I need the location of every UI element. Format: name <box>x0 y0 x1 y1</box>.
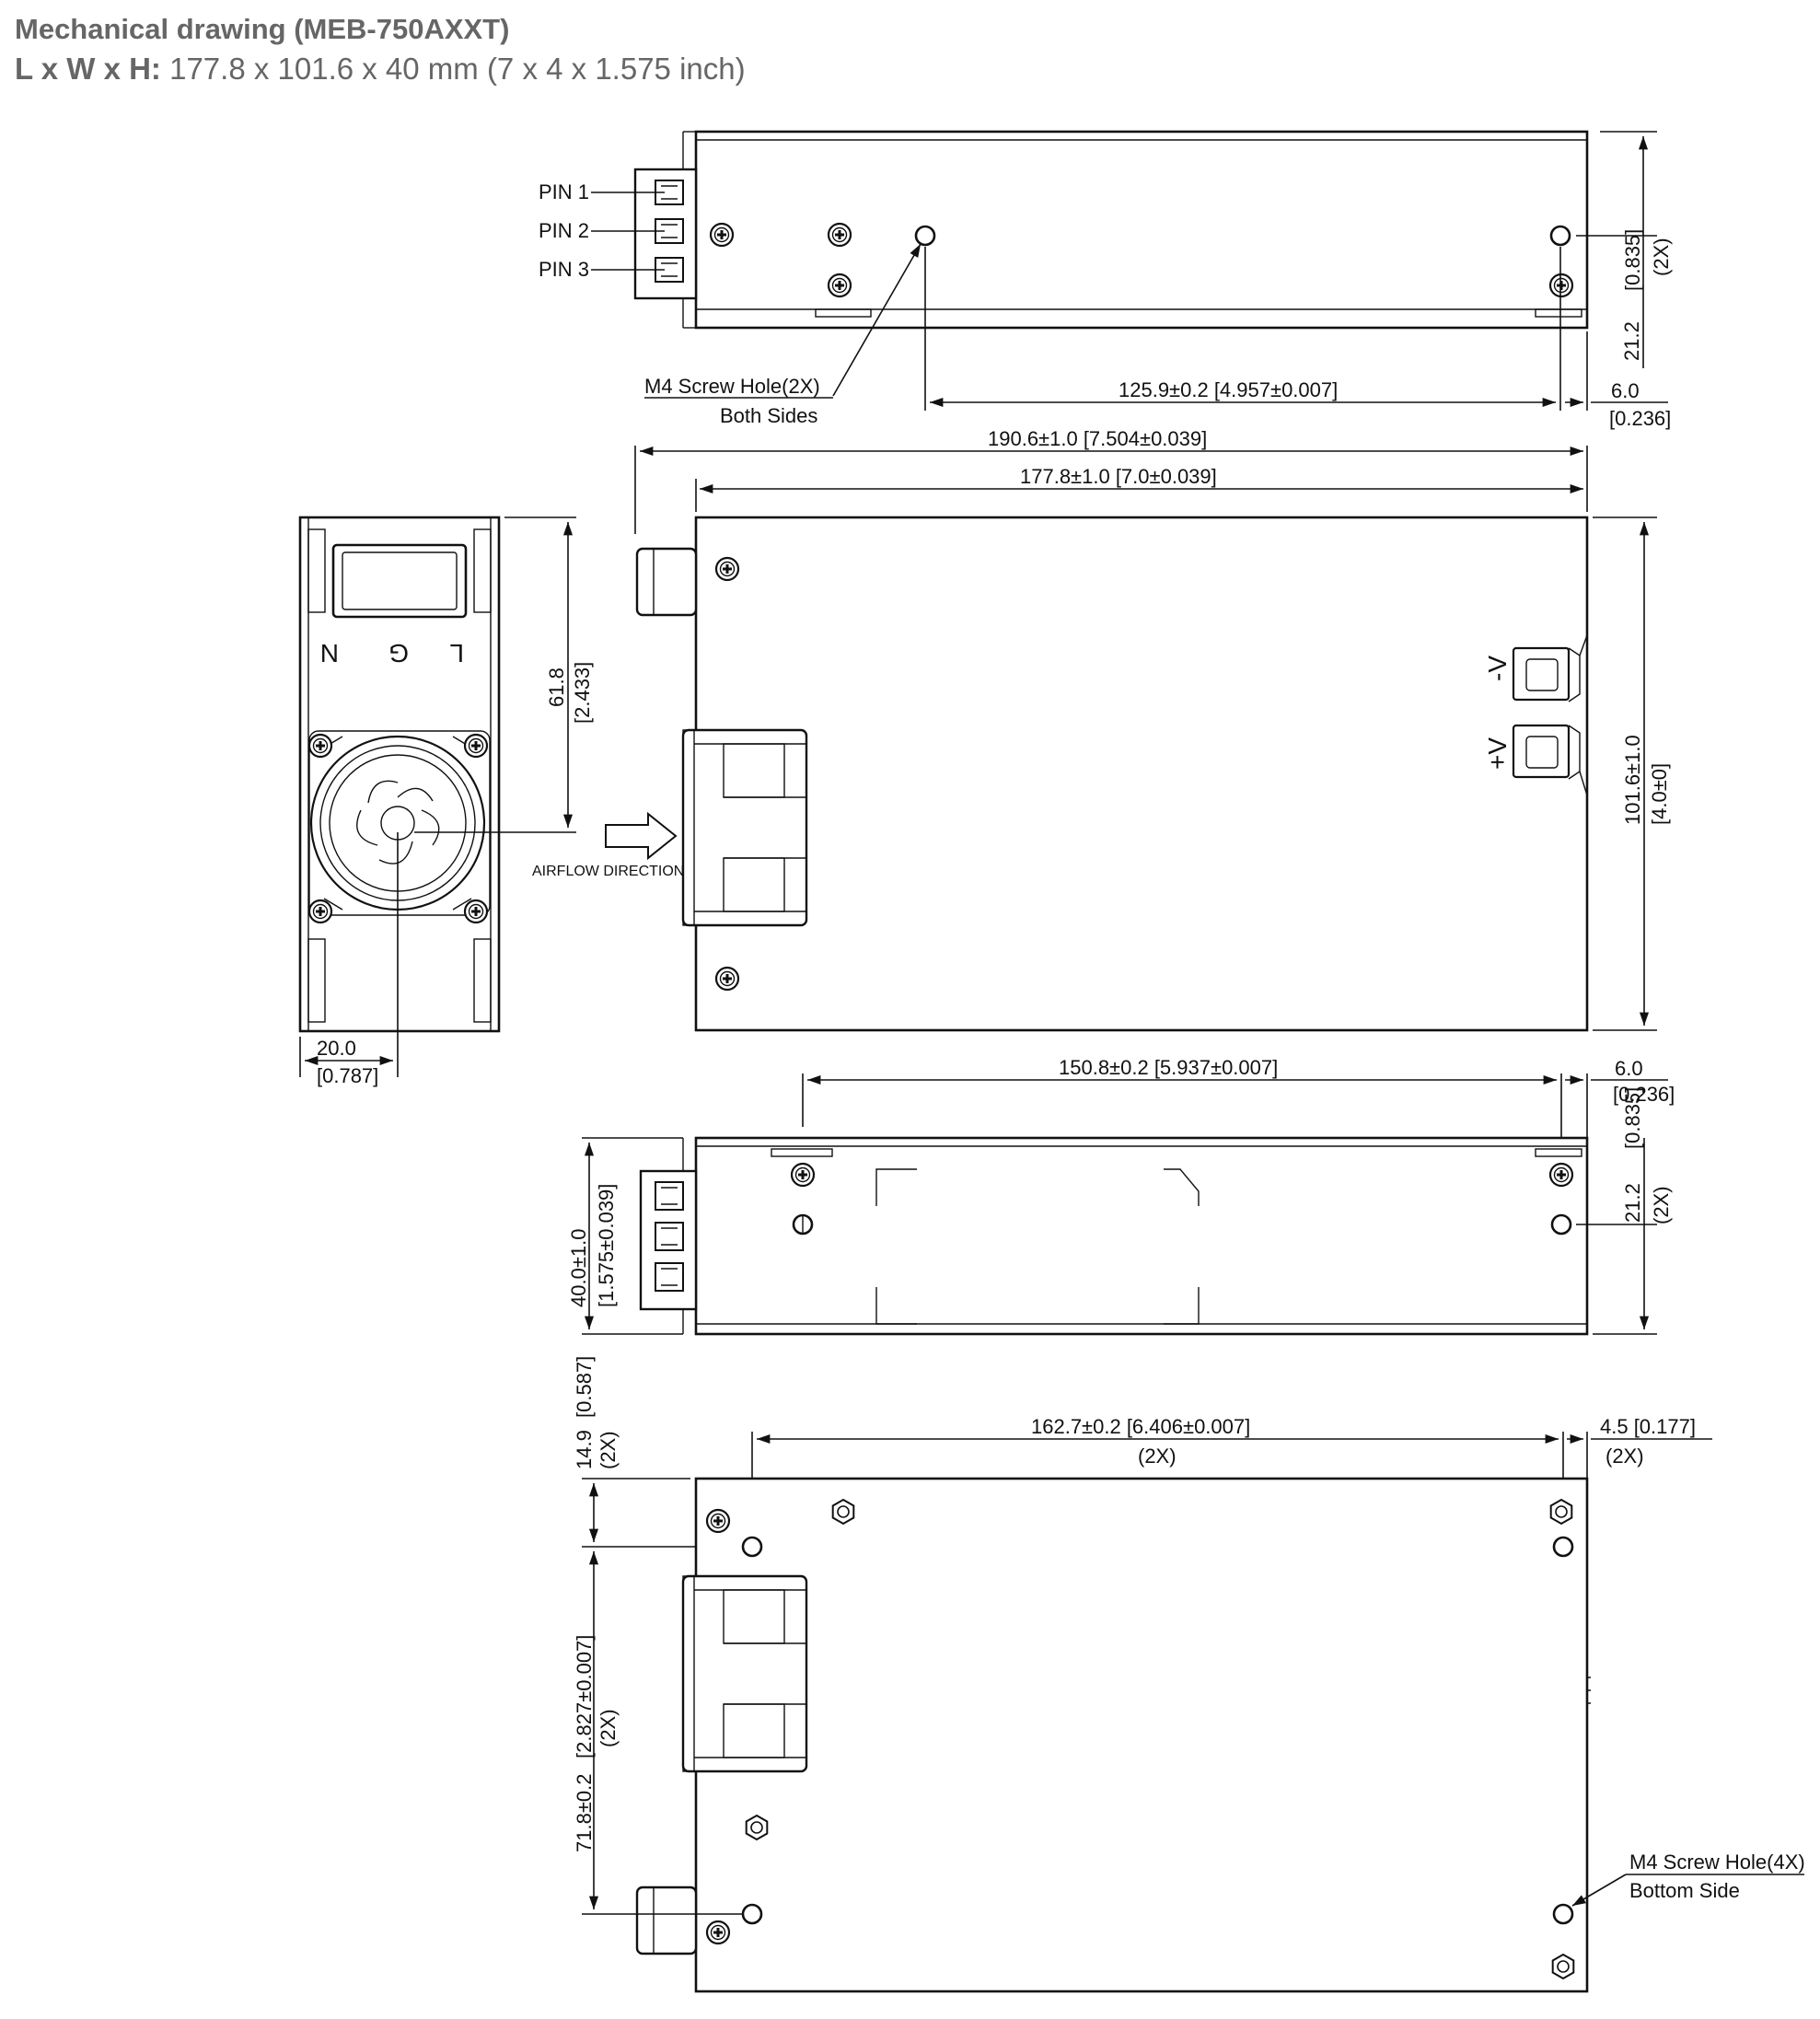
bottom-fan-housing <box>681 1574 808 1773</box>
top-dim-right-in: [0.236] <box>1609 407 1671 430</box>
back-terminal-block <box>639 1169 698 1311</box>
top-m4-hole-left <box>914 225 936 247</box>
back-dim-right-mm: 6.0 <box>1615 1057 1643 1080</box>
bottom-screw-note-2: Bottom Side <box>1629 1879 1740 1902</box>
top-screw-left <box>709 222 735 248</box>
bottom-dim-right: 4.5 [0.177] <box>1600 1415 1696 1438</box>
bottom-view: 162.7±0.2 [6.406±0.007] (2X) 4.5 [0.177]… <box>573 1356 1805 1993</box>
plan-dim-width-mm: 101.6±1.0 <box>1621 735 1644 825</box>
bottom-m4-hole-4 <box>1552 1903 1574 1925</box>
airflow-arrow-icon <box>605 811 678 861</box>
screw-leader <box>832 243 922 397</box>
airflow-direction-label: AIRFLOW DIRECTION <box>532 864 684 879</box>
top-view: PIN 1 PIN 2 PIN 3 M4 Screw Hole(2X) Both… <box>539 130 1673 430</box>
plan-dim-width-in: [4.0±0] <box>1648 763 1671 825</box>
bottom-m4-hole-1 <box>741 1536 763 1558</box>
top-m4-hole-right <box>1549 225 1571 247</box>
back-m4-hole-right <box>1550 1213 1572 1236</box>
front-view: N G L 61.8 [2.433] 20.0 [0.787] AIRFLO <box>298 516 684 1087</box>
bottom-m4-hole-3 <box>1552 1536 1574 1558</box>
top-dim-height-mm: 21.2 <box>1620 321 1643 361</box>
top-screw-note-2: Both Sides <box>720 404 817 427</box>
dc-output-terminals <box>1512 634 1588 796</box>
bottom-dim-vertical-mm: 71.8±0.2 <box>573 1774 596 1852</box>
bottom-dim-spacing: 162.7±0.2 [6.406±0.007] <box>1031 1415 1250 1438</box>
dim-body-length: 177.8±1.0 [7.0±0.039] <box>1020 465 1217 488</box>
bottom-dim-top-in: [0.587] <box>573 1356 596 1418</box>
drawing-title: Mechanical drawing (MEB-750AXXT) <box>15 13 510 45</box>
back-m4-hole-left <box>792 1213 814 1236</box>
terminal-n: N <box>320 639 339 667</box>
back-dim-right-in: [0.236] <box>1613 1083 1675 1106</box>
pin-3-label: PIN 3 <box>539 258 589 281</box>
top-dim-spacing: 125.9±0.2 [4.957±0.007] <box>1119 378 1338 401</box>
plan-fan-housing <box>681 728 808 927</box>
length-dimensions: 190.6±1.0 [7.504±0.039] 177.8±1.0 [7.0±0… <box>634 427 1588 534</box>
plan-view: -V +V 101.6±1.0 [4.0±0] <box>635 516 1671 1032</box>
back-view-body <box>694 1136 1589 1336</box>
dim-overall-length: 190.6±1.0 [7.504±0.039] <box>988 427 1207 450</box>
ac-input-terminal-block <box>633 168 698 300</box>
back-dim-height-in: [0.835] <box>1621 1087 1644 1149</box>
top-dim-height-qty: (2X) <box>1650 238 1673 276</box>
pin-1-label: PIN 1 <box>539 180 589 203</box>
bottom-m4-hole-2 <box>741 1903 763 1925</box>
back-dim-spacing: 150.8±0.2 [5.937±0.007] <box>1059 1056 1278 1079</box>
back-dim-height-mm: 21.2 <box>1621 1183 1644 1223</box>
dimensions-value: 177.8 x 101.6 x 40 mm (7 x 4 x 1.575 inc… <box>160 52 746 86</box>
output-positive-label: +V <box>1483 737 1512 770</box>
front-dim-fan-offset-mm: 20.0 <box>317 1037 356 1060</box>
pin-2-label: PIN 2 <box>539 219 589 242</box>
cooling-fan <box>308 730 491 916</box>
terminal-g: G <box>388 639 409 667</box>
top-screw-mid-upper <box>827 222 852 248</box>
back-view: 150.8±0.2 [5.937±0.007] 6.0 [0.236] <box>567 1056 1675 1336</box>
bottom-dim-vertical-qty: (2X) <box>597 1709 620 1747</box>
dimensions-label: L x W x H: <box>15 52 161 86</box>
terminal-l: L <box>449 639 464 667</box>
front-dim-fan-offset-in: [0.787] <box>317 1064 378 1087</box>
top-dim-height-in: [0.835] <box>1621 229 1644 291</box>
bottom-dim-top-qty: (2X) <box>597 1431 620 1469</box>
plan-view-body <box>694 516 1589 1032</box>
iec-inlet <box>331 543 468 619</box>
front-dim-fan-height-in: [2.433] <box>571 662 594 724</box>
bottom-dim-vertical-in: [2.827±0.007] <box>573 1635 596 1758</box>
top-dim-right-mm: 6.0 <box>1611 379 1640 402</box>
top-screw-mid-lower <box>827 273 852 298</box>
output-negative-label: -V <box>1483 656 1512 681</box>
top-screw-note-1: M4 Screw Hole(2X) <box>644 375 820 398</box>
front-dim-fan-height-mm: 61.8 <box>545 667 568 707</box>
bottom-screw-note-1: M4 Screw Hole(4X) <box>1629 1851 1805 1874</box>
back-dim-height-qty: (2X) <box>1650 1186 1673 1224</box>
bottom-view-body <box>694 1477 1589 1993</box>
dimensions-line: L x W x H: 177.8 x 101.6 x 40 mm (7 x 4 … <box>15 52 746 87</box>
bottom-dim-spacing-qty: (2X) <box>1138 1445 1177 1468</box>
bottom-dim-top-mm: 14.9 <box>573 1430 596 1469</box>
top-screw-right <box>1548 273 1574 298</box>
bottom-dim-right-qty: (2X) <box>1606 1445 1644 1468</box>
back-dim-overall-height-mm: 40.0±1.0 <box>567 1229 590 1307</box>
back-dim-overall-height-in: [1.575±0.039] <box>595 1184 618 1307</box>
